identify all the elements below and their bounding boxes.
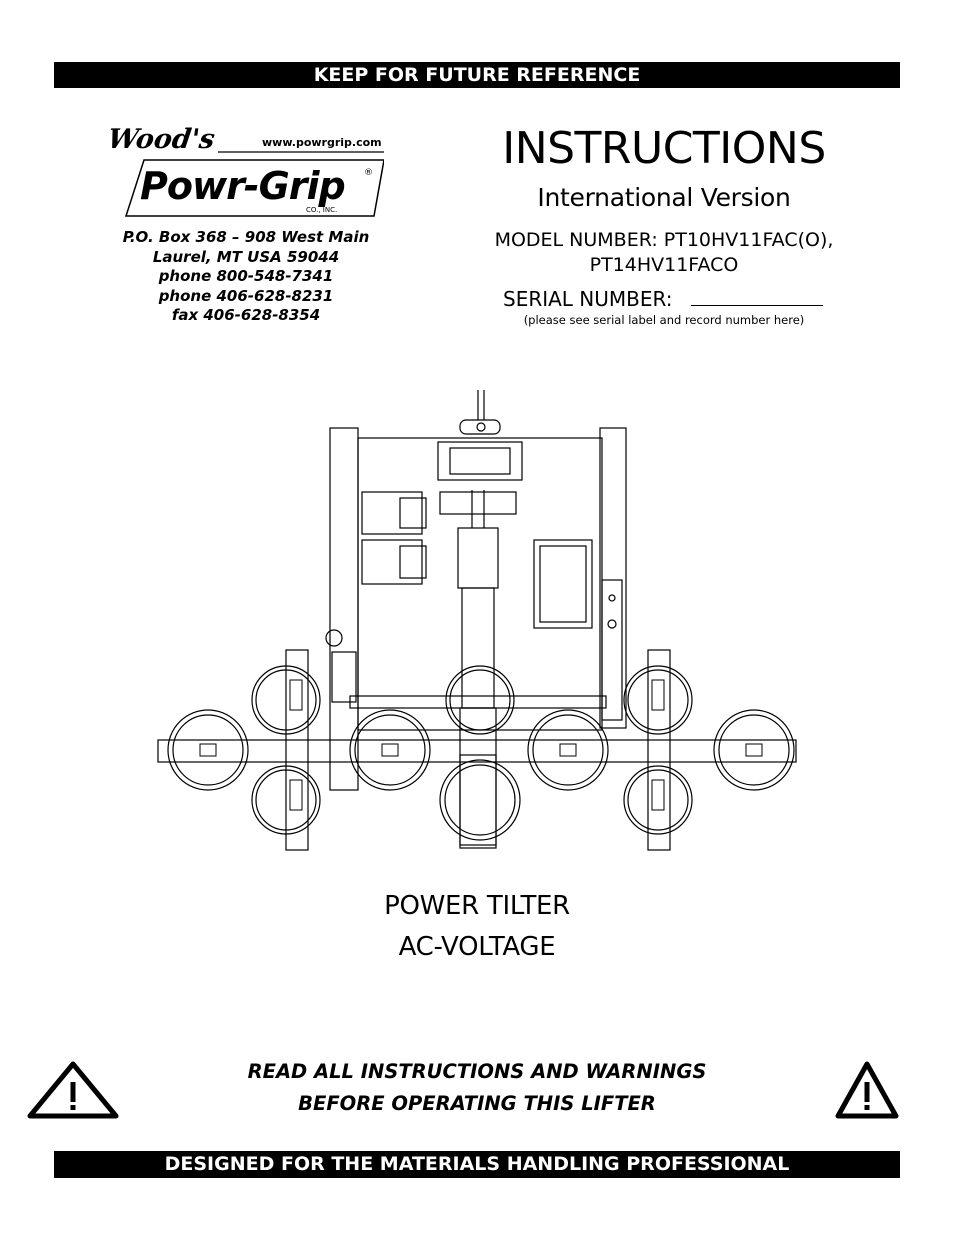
serial-number: SERIAL NUMBER: xyxy=(503,287,823,311)
vacuum-gauge-icon xyxy=(325,629,343,647)
product-name: POWER TILTER AC-VOLTAGE xyxy=(300,886,654,968)
company-logo: Wood's www.powrgrip.com Powr-Grip ® CO.,… xyxy=(106,124,384,220)
product-line-1: POWER TILTER xyxy=(384,891,570,921)
warning-line-2: BEFORE OPERATING THIS LIFTER xyxy=(298,1092,656,1115)
company-address: P.O. Box 368 – 908 West Main Laurel, MT … xyxy=(96,228,396,326)
power-tilter-drawing xyxy=(157,390,797,851)
left-pad-arm xyxy=(285,649,309,851)
warning-triangle-icon xyxy=(27,1061,119,1119)
right-pad-arm xyxy=(647,649,671,851)
control-pendant xyxy=(601,579,623,721)
warning-triangle-icon xyxy=(835,1061,899,1119)
valve-block xyxy=(439,491,517,515)
address-line: phone 800-548-7341 xyxy=(158,267,334,285)
left-upright xyxy=(329,427,359,791)
pad-fittings xyxy=(199,679,763,811)
center-pad-arm xyxy=(459,707,497,849)
page-subtitle: International Version xyxy=(537,183,791,212)
address-line: phone 406-628-8231 xyxy=(158,286,334,305)
header-band: KEEP FOR FUTURE REFERENCE xyxy=(54,62,900,88)
vacuum-pads xyxy=(167,665,795,841)
lifting-lug-icon xyxy=(459,390,501,435)
serial-note: (please see serial label and record numb… xyxy=(523,313,805,327)
address-line: P.O. Box 368 – 908 West Main xyxy=(122,228,370,246)
control-module xyxy=(361,491,423,535)
model-line-1: MODEL NUMBER: PT10HV11FAC(O), xyxy=(494,229,834,251)
tilt-cylinder xyxy=(457,527,499,589)
logo-frame xyxy=(124,151,384,217)
logo-co-text: CO., INC. xyxy=(306,206,338,214)
upper-cross-beam xyxy=(349,695,607,709)
serial-label: SERIAL NUMBER: xyxy=(503,287,673,311)
footer-band: DESIGNED FOR THE MATERIALS HANDLING PROF… xyxy=(54,1151,900,1178)
page-title: INSTRUCTIONS xyxy=(502,123,826,174)
warning-text: READ ALL INSTRUCTIONS AND WARNINGS BEFOR… xyxy=(180,1056,774,1120)
model-number: MODEL NUMBER: PT10HV11FAC(O), PT14HV11FA… xyxy=(452,228,876,278)
lower-cross-beam xyxy=(157,739,797,763)
right-upright xyxy=(599,427,627,729)
logo-main-text: Powr-Grip xyxy=(140,164,346,208)
logo-script-text: Wood's xyxy=(105,124,217,155)
product-line-2: AC-VOLTAGE xyxy=(398,932,556,962)
serial-blank-line xyxy=(690,287,823,306)
logo-registered-mark: ® xyxy=(364,168,373,178)
logo-url: www.powrgrip.com xyxy=(262,136,382,149)
address-line: fax 406-628-8354 xyxy=(171,306,321,324)
address-line: Laurel, MT USA 59044 xyxy=(152,247,340,266)
model-line-2: PT14HV11FACO xyxy=(589,254,739,276)
top-cylinder xyxy=(437,441,523,481)
warning-line-1: READ ALL INSTRUCTIONS AND WARNINGS xyxy=(247,1060,707,1083)
electrical-box xyxy=(533,539,593,629)
